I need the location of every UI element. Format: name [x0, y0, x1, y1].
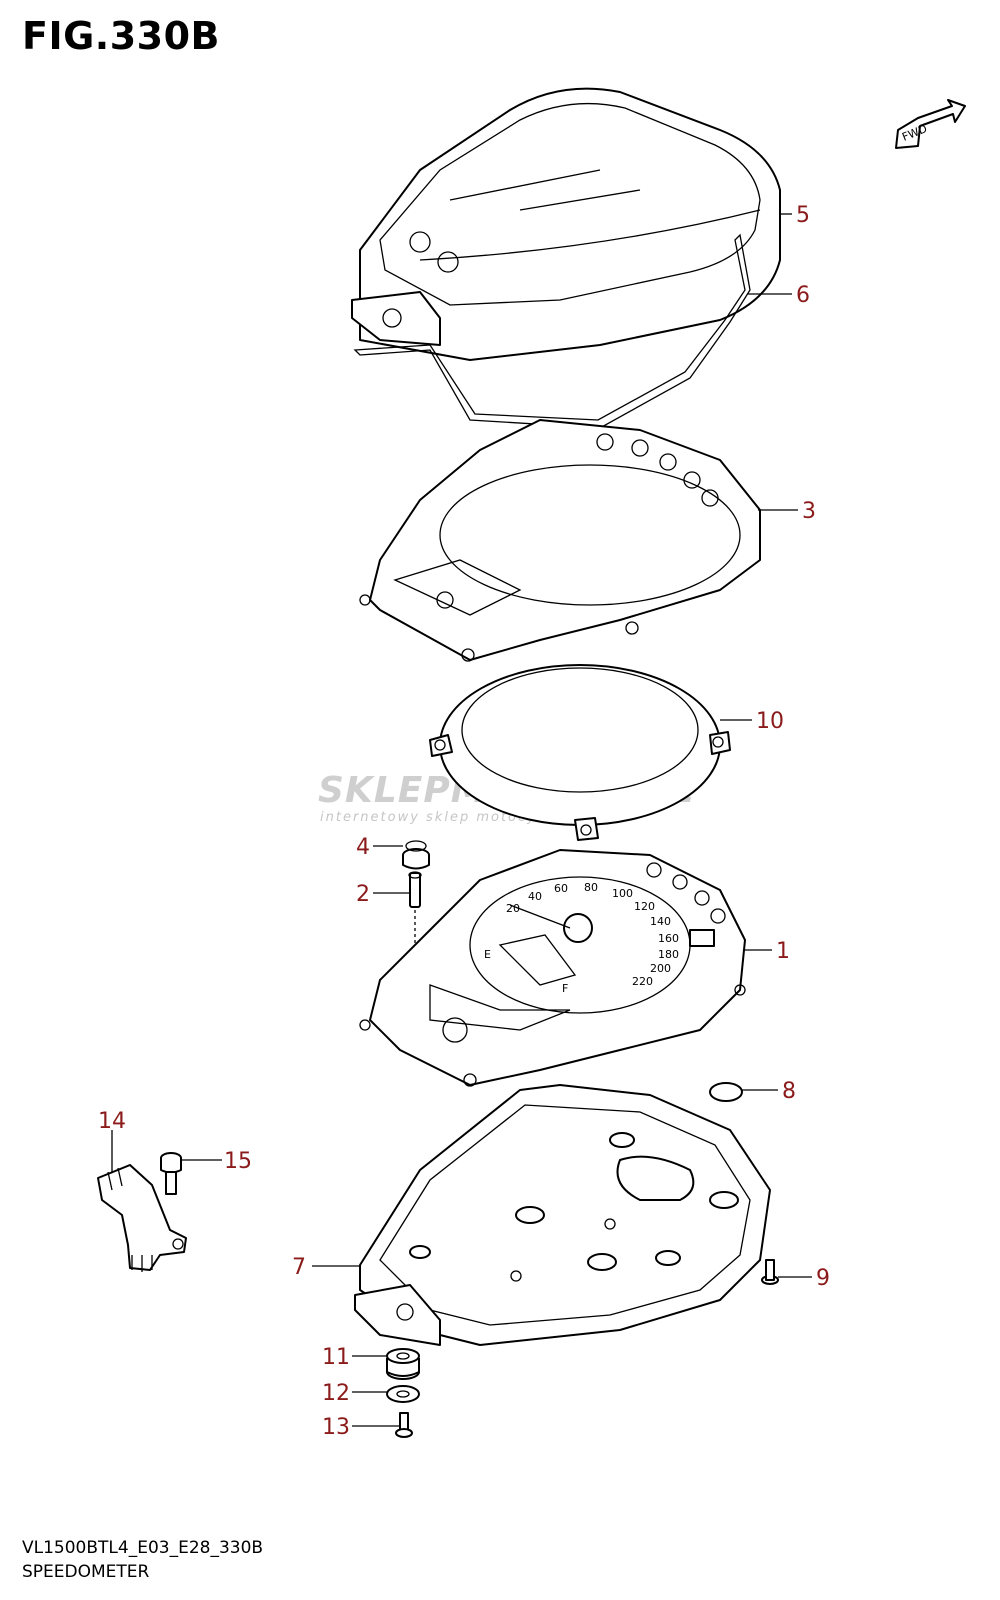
dial-number: 200: [650, 962, 671, 975]
dial-number: 160: [658, 932, 679, 945]
screw: [761, 1259, 779, 1285]
fuel-empty-label: E: [484, 948, 491, 961]
callout-15: 15: [224, 1149, 252, 1174]
callout-10: 10: [756, 709, 784, 734]
callouts: 5 6 3 10 4 2 1 8 14 15 7 9 11 12 13: [98, 203, 830, 1440]
callout-12: 12: [322, 1381, 350, 1406]
callout-7: 7: [292, 1255, 306, 1280]
speedometer-unit: 20 40 60 80 100 120 140 160 180 200 220 …: [359, 849, 746, 1087]
callout-14: 14: [98, 1109, 126, 1134]
callout-8: 8: [782, 1079, 796, 1104]
lower-case: [354, 1084, 771, 1346]
dial-number: 20: [506, 902, 520, 915]
callout-3: 3: [802, 499, 816, 524]
dial-number: 180: [658, 948, 679, 961]
dial-number: 80: [584, 881, 598, 894]
cushion: [386, 1348, 420, 1380]
plug: [709, 1082, 743, 1102]
fuel-full-label: F: [562, 982, 568, 995]
callout-1: 1: [776, 939, 790, 964]
callout-2: 2: [356, 882, 370, 907]
figure-code: VL1500BTL4_E03_E28_330B: [22, 1538, 264, 1558]
upper-cover: [351, 87, 781, 361]
ring: [429, 664, 731, 841]
leader-lines: [111, 213, 812, 1427]
figure-caption: SPEEDOMETER: [22, 1562, 150, 1582]
callout-6: 6: [796, 283, 810, 308]
callout-11: 11: [322, 1345, 350, 1370]
washer: [386, 1385, 420, 1403]
screw: [395, 1412, 413, 1438]
dial-number: 40: [528, 890, 542, 903]
figure-title: FIG.330B: [22, 14, 221, 58]
bolt: [160, 1152, 182, 1195]
fwd-arrow-icon: FWD: [895, 99, 966, 149]
callout-9: 9: [816, 1266, 830, 1291]
callout-5: 5: [796, 203, 810, 228]
dial-number: 100: [612, 887, 633, 900]
dial-number: 120: [634, 900, 655, 913]
callout-4: 4: [356, 835, 370, 860]
dial-number: 220: [632, 975, 653, 988]
dial-number: 60: [554, 882, 568, 895]
dial-number: 140: [650, 915, 671, 928]
grommet: [402, 840, 430, 870]
speed-sensor: [97, 1164, 187, 1272]
callout-13: 13: [322, 1415, 350, 1440]
case-middle: [359, 419, 761, 662]
